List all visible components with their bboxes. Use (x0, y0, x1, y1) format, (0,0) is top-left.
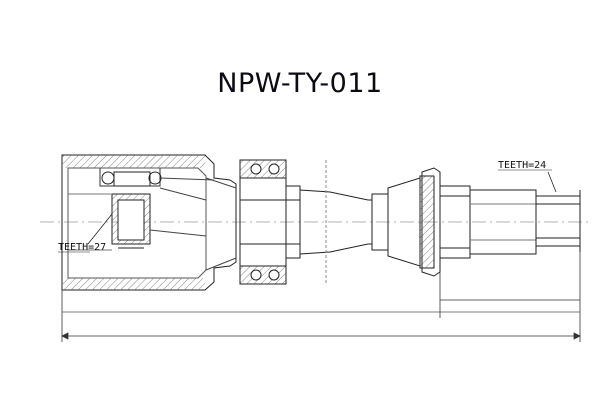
dimension-lines (61, 160, 581, 342)
center-bearing (239, 159, 301, 285)
teeth-inner-callout: TEETH=27 (58, 213, 113, 253)
teeth-outer-label: TEETH=24 (498, 160, 546, 171)
teeth-inner-label: TEETH=27 (58, 242, 106, 253)
inner-joint-housing (61, 154, 237, 291)
teeth-outer-callout: TEETH=24 (498, 160, 557, 193)
outer-joint (371, 167, 537, 277)
spline-stub (535, 190, 581, 252)
part-number-title: NPW-TY-011 (217, 68, 383, 99)
